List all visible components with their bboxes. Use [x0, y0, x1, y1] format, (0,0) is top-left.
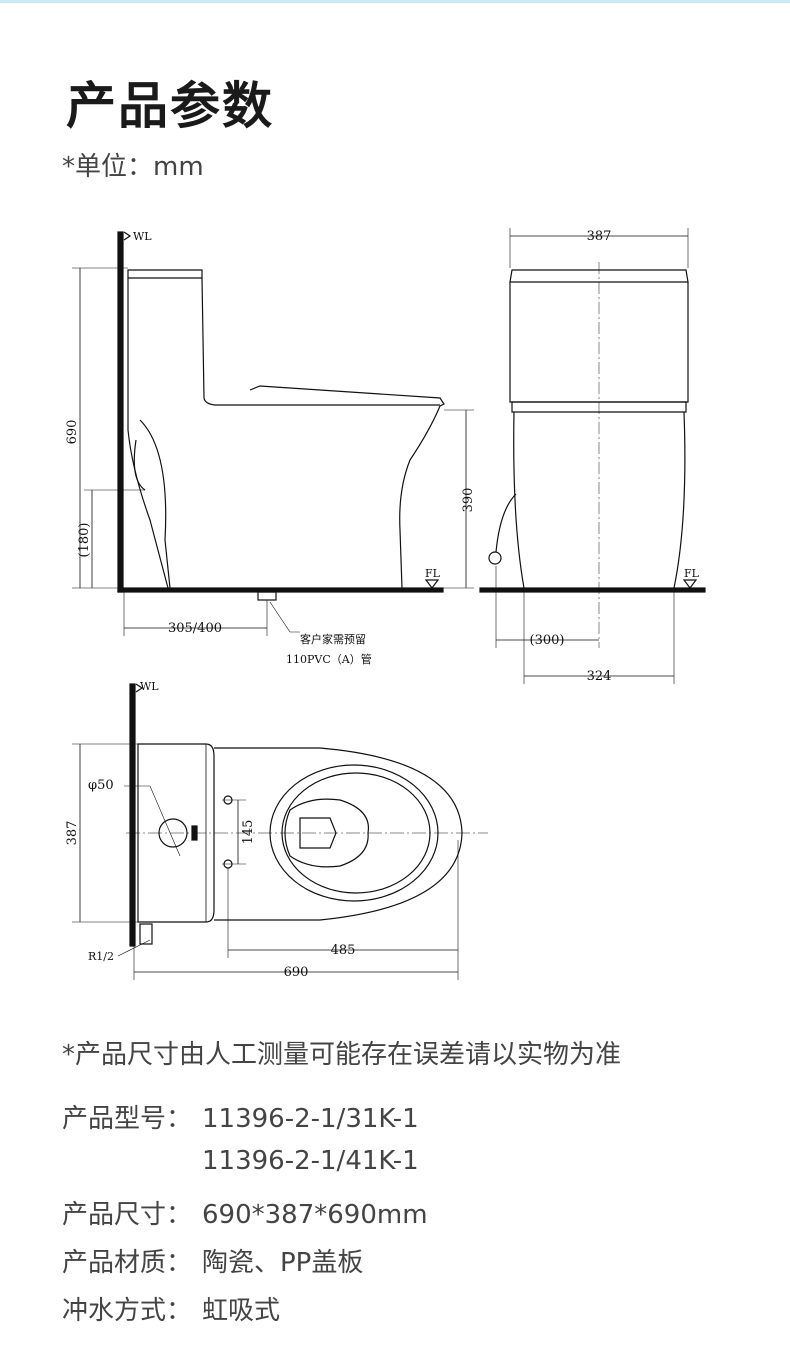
front-fl-marker	[682, 579, 698, 589]
top-wl-label: WL	[140, 680, 159, 693]
pipe-note-line1: 客户家需预留	[300, 632, 366, 646]
tank-front	[201, 277, 440, 406]
spec-label: 产品材质：	[62, 1248, 193, 1278]
front-base-width: 324	[587, 669, 612, 684]
top-width: 387	[65, 821, 80, 846]
front-seat	[511, 401, 687, 413]
top-wall	[129, 683, 136, 947]
spec-row-model-2: 11396-2-1/41K-1	[62, 1146, 419, 1176]
tank-back	[127, 278, 169, 589]
hole-diameter: φ50	[88, 778, 114, 793]
inlet-thread: R1/2	[88, 950, 114, 963]
bolt-spacing: 145	[241, 820, 256, 845]
spec-value: 11396-2-1/41K-1	[202, 1146, 419, 1176]
tank-lid	[127, 269, 203, 279]
side-view	[72, 231, 474, 636]
top-accent-line	[0, 0, 790, 3]
top-tank	[137, 743, 215, 923]
front-hose	[495, 493, 517, 553]
pipe-note-line2: 110PVC（A）管	[286, 652, 372, 666]
top-inlet-valve	[139, 923, 153, 945]
front-base-left	[513, 411, 525, 589]
wl-marker	[123, 231, 132, 241]
wl-label: WL	[133, 230, 152, 243]
spec-value: 11396-2-1/31K-1	[202, 1104, 419, 1134]
spec-row-flush: 冲水方式： 虹吸式	[62, 1290, 280, 1327]
spec-row-model: 产品型号： 11396-2-1/31K-1	[62, 1098, 419, 1135]
front-base-right	[673, 411, 686, 589]
spec-label: 产品尺寸：	[62, 1200, 193, 1230]
spec-value: 陶瓷、PP盖板	[202, 1248, 364, 1278]
rough-in: 305/400	[168, 621, 222, 636]
spec-row-size: 产品尺寸： 690*387*690mm	[62, 1194, 428, 1231]
front-view	[479, 228, 706, 684]
spec-value: 690*387*690mm	[202, 1200, 428, 1230]
wall	[117, 231, 124, 593]
top-bowl-opening	[284, 798, 370, 868]
front-offset: (300)	[530, 633, 565, 648]
bowl-front	[399, 405, 441, 589]
bowl-length: 485	[331, 943, 356, 958]
top-view	[72, 683, 488, 980]
front-width-top: 387	[587, 229, 612, 244]
fl-marker	[424, 579, 440, 589]
total-length: 690	[284, 965, 309, 980]
front-fl-label: FL	[684, 567, 700, 580]
technical-drawing: 690 (180) 390 305/400 WL FL 客户家需预留 110PV…	[65, 228, 706, 980]
seat-lid	[249, 385, 445, 407]
measurement-disclaimer: *产品尺寸由人工测量可能存在误差请以实物为准	[62, 1040, 622, 1070]
top-wl-marker	[135, 683, 144, 693]
spec-value: 虹吸式	[202, 1296, 281, 1326]
front-floor	[479, 587, 706, 593]
front-valve	[488, 551, 502, 565]
floor	[117, 587, 444, 593]
side-pipe-height: (180)	[77, 523, 92, 558]
trap	[139, 419, 171, 589]
drain-pipe	[257, 591, 277, 601]
spec-label: 产品型号：	[62, 1104, 193, 1134]
hose	[133, 439, 146, 491]
seat-height: 390	[461, 488, 476, 513]
fl-label: FL	[425, 567, 441, 580]
spec-label: 冲水方式：	[62, 1296, 193, 1326]
spec-row-material: 产品材质： 陶瓷、PP盖板	[62, 1242, 363, 1279]
unit-label: *单位：mm	[62, 152, 204, 182]
top-trapway	[299, 817, 337, 849]
page-title: 产品参数	[66, 77, 274, 135]
side-height-total: 690	[65, 420, 80, 445]
